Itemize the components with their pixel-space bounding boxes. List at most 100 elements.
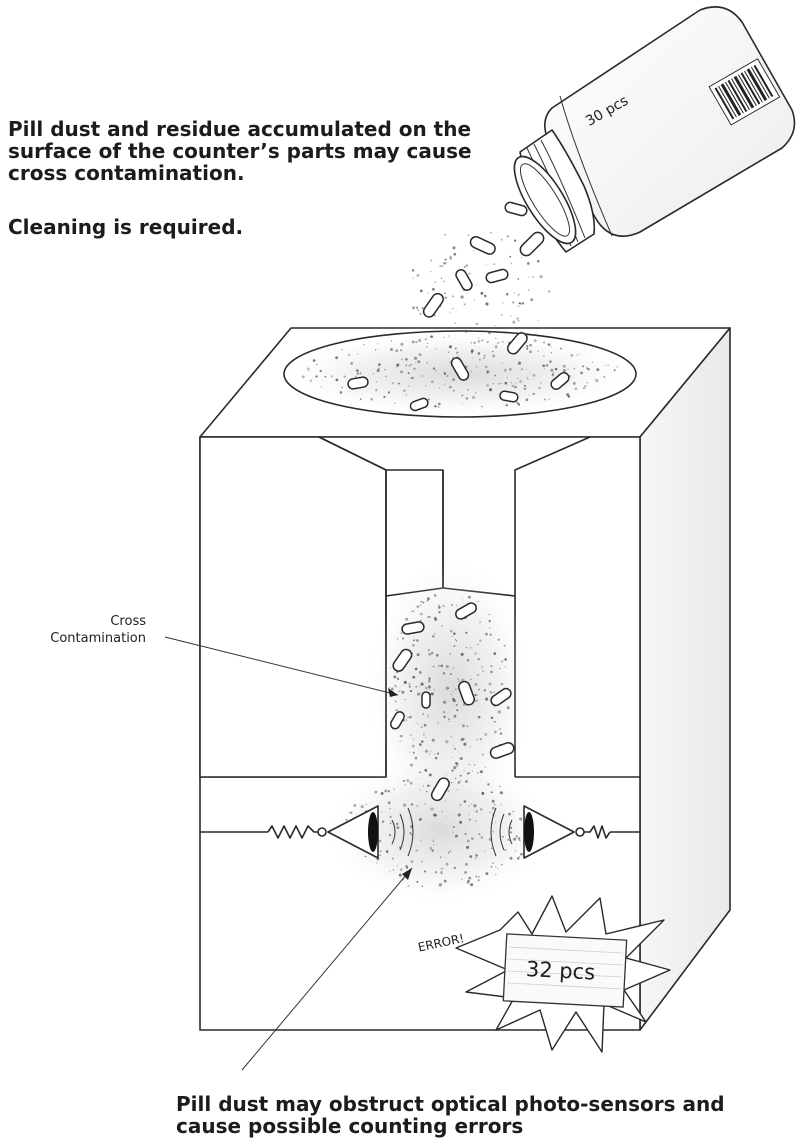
- dust-speck: [427, 784, 430, 787]
- dust-speck: [529, 350, 532, 354]
- dust-speck: [448, 385, 452, 389]
- dust-speck: [465, 780, 468, 783]
- dust-speck: [456, 765, 458, 768]
- dust-speck: [420, 839, 422, 841]
- dust-speck: [475, 392, 477, 394]
- dust-speck: [448, 720, 451, 723]
- dust-speck: [432, 840, 434, 843]
- dust-speck: [450, 257, 452, 260]
- dust-speck: [416, 880, 419, 883]
- dust-speck: [517, 305, 520, 308]
- dust-speck: [493, 263, 496, 265]
- dust-speck: [514, 385, 517, 389]
- dust-speck: [429, 753, 431, 755]
- dust-speck: [421, 375, 424, 377]
- dust-speck: [440, 867, 444, 870]
- dust-speck: [574, 387, 578, 391]
- dust-speck: [494, 374, 497, 377]
- dust-speck: [454, 347, 457, 350]
- dust-speck: [445, 664, 449, 669]
- dust-speck: [502, 835, 504, 838]
- dust-speck: [489, 633, 492, 636]
- dust-speck: [420, 682, 424, 686]
- dust-speck: [475, 810, 479, 813]
- dust-speck: [513, 239, 517, 242]
- dust-speck: [466, 725, 469, 728]
- pill-icon: [455, 602, 477, 620]
- dust-speck: [467, 234, 470, 236]
- dust-speck: [401, 358, 403, 361]
- dust-speck: [493, 803, 496, 806]
- dust-speck: [499, 728, 501, 730]
- dust-speck: [341, 349, 343, 351]
- dust-speck: [499, 791, 503, 795]
- dust-speck: [444, 234, 446, 236]
- dust-speck: [389, 667, 391, 669]
- dust-speck: [467, 772, 470, 775]
- dust-speck: [401, 690, 405, 694]
- dust-speck: [513, 292, 516, 294]
- dust-speck: [408, 385, 410, 387]
- dust-speck: [475, 875, 478, 878]
- dust-speck: [528, 276, 530, 278]
- dust-speck: [490, 670, 493, 674]
- dust-speck: [480, 291, 484, 295]
- dust-speck: [416, 653, 420, 657]
- dust-speck: [394, 684, 396, 687]
- dust-speck: [505, 292, 509, 296]
- cross-contamination-label: Cross Contamination: [50, 614, 146, 646]
- dust-speck: [419, 313, 422, 315]
- dust-speck: [479, 639, 482, 642]
- dust-speck: [440, 664, 443, 668]
- dust-speck: [545, 364, 549, 367]
- dust-speck: [478, 688, 481, 691]
- dust-speck: [482, 753, 484, 756]
- dust-speck: [440, 277, 443, 279]
- dust-speck: [427, 685, 431, 689]
- dust-speck: [408, 682, 411, 686]
- dust-speck: [419, 604, 422, 607]
- dust-speck: [438, 604, 440, 607]
- dust-speck: [447, 351, 450, 354]
- dust-speck: [405, 617, 409, 621]
- dust-speck: [532, 276, 534, 278]
- dust-speck: [324, 375, 327, 378]
- dust-speck: [395, 709, 398, 712]
- dust-speck: [449, 653, 452, 655]
- dust-speck: [431, 849, 434, 852]
- dust-speck: [393, 675, 397, 679]
- dust-speck: [479, 770, 483, 774]
- dust-speck: [447, 790, 450, 792]
- dust-speck: [473, 299, 475, 301]
- dust-speck: [412, 675, 416, 679]
- dust-speck: [477, 600, 479, 603]
- dust-speck: [416, 273, 420, 277]
- pill-icon: [550, 372, 570, 390]
- sensor-error-pointer: [241, 867, 413, 1071]
- dust-speck: [466, 388, 469, 391]
- dust-speck: [431, 287, 435, 291]
- dust-speck: [387, 391, 391, 394]
- dust-speck: [350, 362, 354, 365]
- dust-speck: [460, 396, 462, 398]
- dust-speck: [444, 383, 446, 385]
- dust-speck: [449, 311, 451, 313]
- dust-speck: [510, 262, 513, 265]
- dust-speck: [536, 259, 540, 263]
- dust-speck: [445, 686, 449, 690]
- dust-speck: [372, 372, 375, 374]
- dust-speck: [428, 773, 432, 777]
- dust-speck: [613, 369, 616, 372]
- dust-speck: [432, 665, 435, 668]
- dust-speck: [475, 284, 478, 286]
- error-burst-icon: 32 pcs ERROR!: [417, 895, 671, 1053]
- dust-speck: [462, 724, 465, 728]
- dust-speck: [500, 382, 503, 384]
- dust-speck: [500, 314, 503, 316]
- dust-speck: [399, 740, 401, 742]
- dust-speck: [416, 805, 418, 807]
- dust-speck: [519, 839, 521, 842]
- pill-icon: [422, 292, 444, 318]
- dust-speck: [510, 381, 513, 384]
- dust-speck: [477, 879, 480, 882]
